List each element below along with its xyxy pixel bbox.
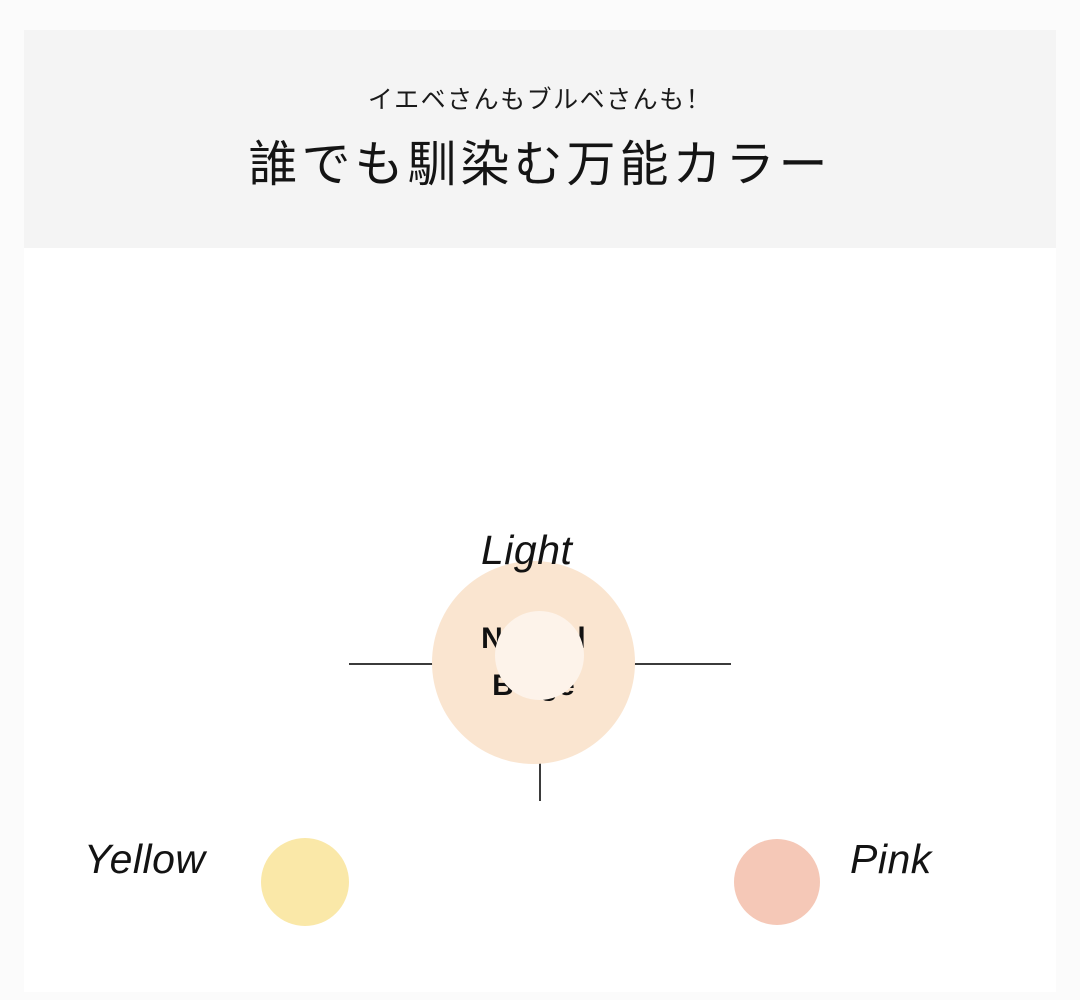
node-yellow-label: Yellow <box>84 836 206 882</box>
node-light-swatch[interactable] <box>495 611 584 700</box>
node-light-label: Light <box>481 527 573 573</box>
node-yellow-swatch[interactable] <box>261 838 349 926</box>
node-pink-swatch[interactable] <box>734 839 820 925</box>
node-pink-label: Pink <box>850 836 932 882</box>
radial-color-diagram: Neutral Beige Light Yellow Pink Dark <box>24 248 1056 992</box>
header-subtitle: イエベさんもブルベさんも！ <box>367 85 713 114</box>
card-header: イエベさんもブルベさんも！ 誰でも馴染む万能カラー <box>24 30 1056 248</box>
card-body: Neutral Beige Light Yellow Pink Dark <box>24 248 1056 992</box>
color-guide-card: イエベさんもブルベさんも！ 誰でも馴染む万能カラー Neutral Beige <box>24 30 1056 992</box>
page-title: 誰でも馴染む万能カラー <box>248 137 832 192</box>
